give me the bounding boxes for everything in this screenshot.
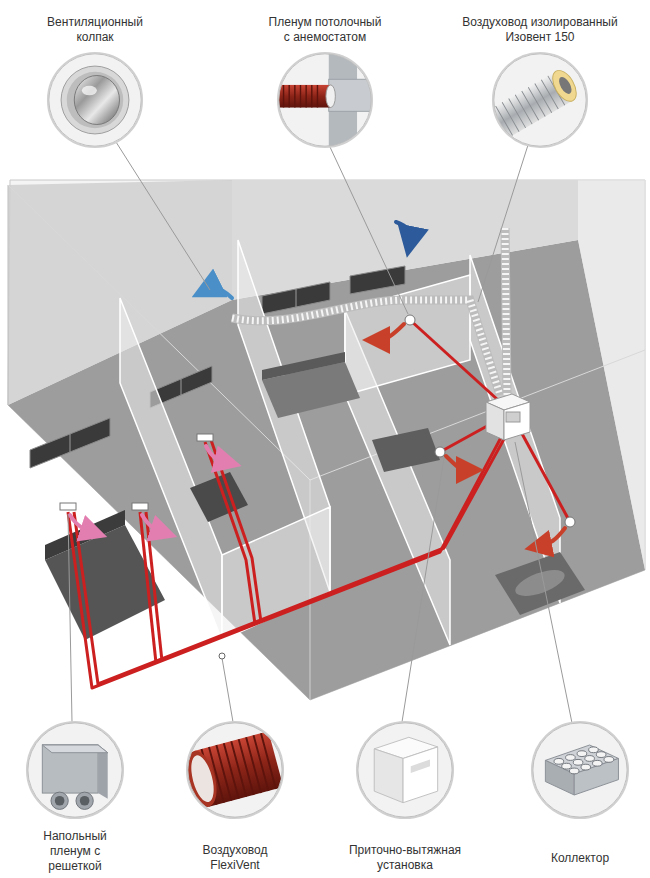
callout: Вентиляционный колпак [39, 15, 151, 149]
ventilation-unit [486, 394, 530, 440]
callout-circle [530, 720, 630, 820]
leader-lines [68, 142, 572, 723]
callout-circle [46, 51, 144, 149]
callout-label: Воздуховод изолированный Изовент 150 [457, 15, 623, 45]
callout-label: Коллектор [530, 851, 630, 866]
callout: Воздуховод изолированный Изовент 150 [457, 15, 623, 149]
callout-label: Напольный пленум с решеткой [22, 829, 128, 874]
callout-circle [185, 720, 285, 820]
callout-circle [355, 720, 455, 820]
plenums [60, 315, 575, 527]
callout-label: Пленум потолочный с анемостатом [268, 15, 382, 45]
callout: Воздуховод FlexiVent [185, 720, 285, 873]
callout: Коллектор [530, 720, 630, 866]
furniture [45, 352, 585, 640]
red-ducts [68, 320, 570, 688]
callout-label: Приточно-вытяжная установка [347, 843, 463, 873]
building-shell [8, 180, 645, 700]
callout-label: Вентиляционный колпак [39, 15, 151, 45]
callout-circle [276, 51, 374, 149]
callout: Напольный пленум с решеткой [22, 720, 128, 874]
callout: Приточно-вытяжная установка [347, 720, 463, 873]
callout-circle [25, 720, 125, 820]
callout-label: Воздуховод FlexiVent [185, 843, 285, 873]
callout: Пленум потолочный с анемостатом [268, 15, 382, 149]
partition-walls [120, 240, 560, 645]
air-arrows [70, 222, 565, 546]
callout-circle [491, 51, 589, 149]
